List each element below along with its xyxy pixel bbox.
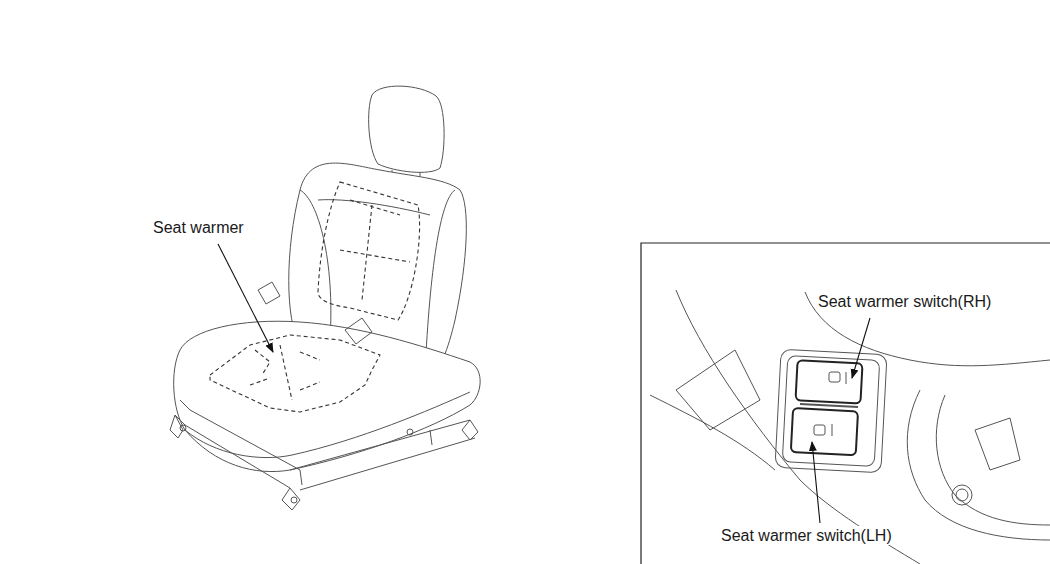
part-label: Seat warmer <box>152 218 245 237</box>
leader-lines <box>218 244 870 523</box>
part-label: Seat warmer switch(RH) <box>817 292 992 311</box>
heater-pads <box>210 182 420 412</box>
console-drawing <box>650 290 1050 564</box>
seat-drawing <box>170 86 480 510</box>
inset-frame <box>641 243 1050 564</box>
part-label: Seat warmer switch(LH) <box>720 526 893 545</box>
